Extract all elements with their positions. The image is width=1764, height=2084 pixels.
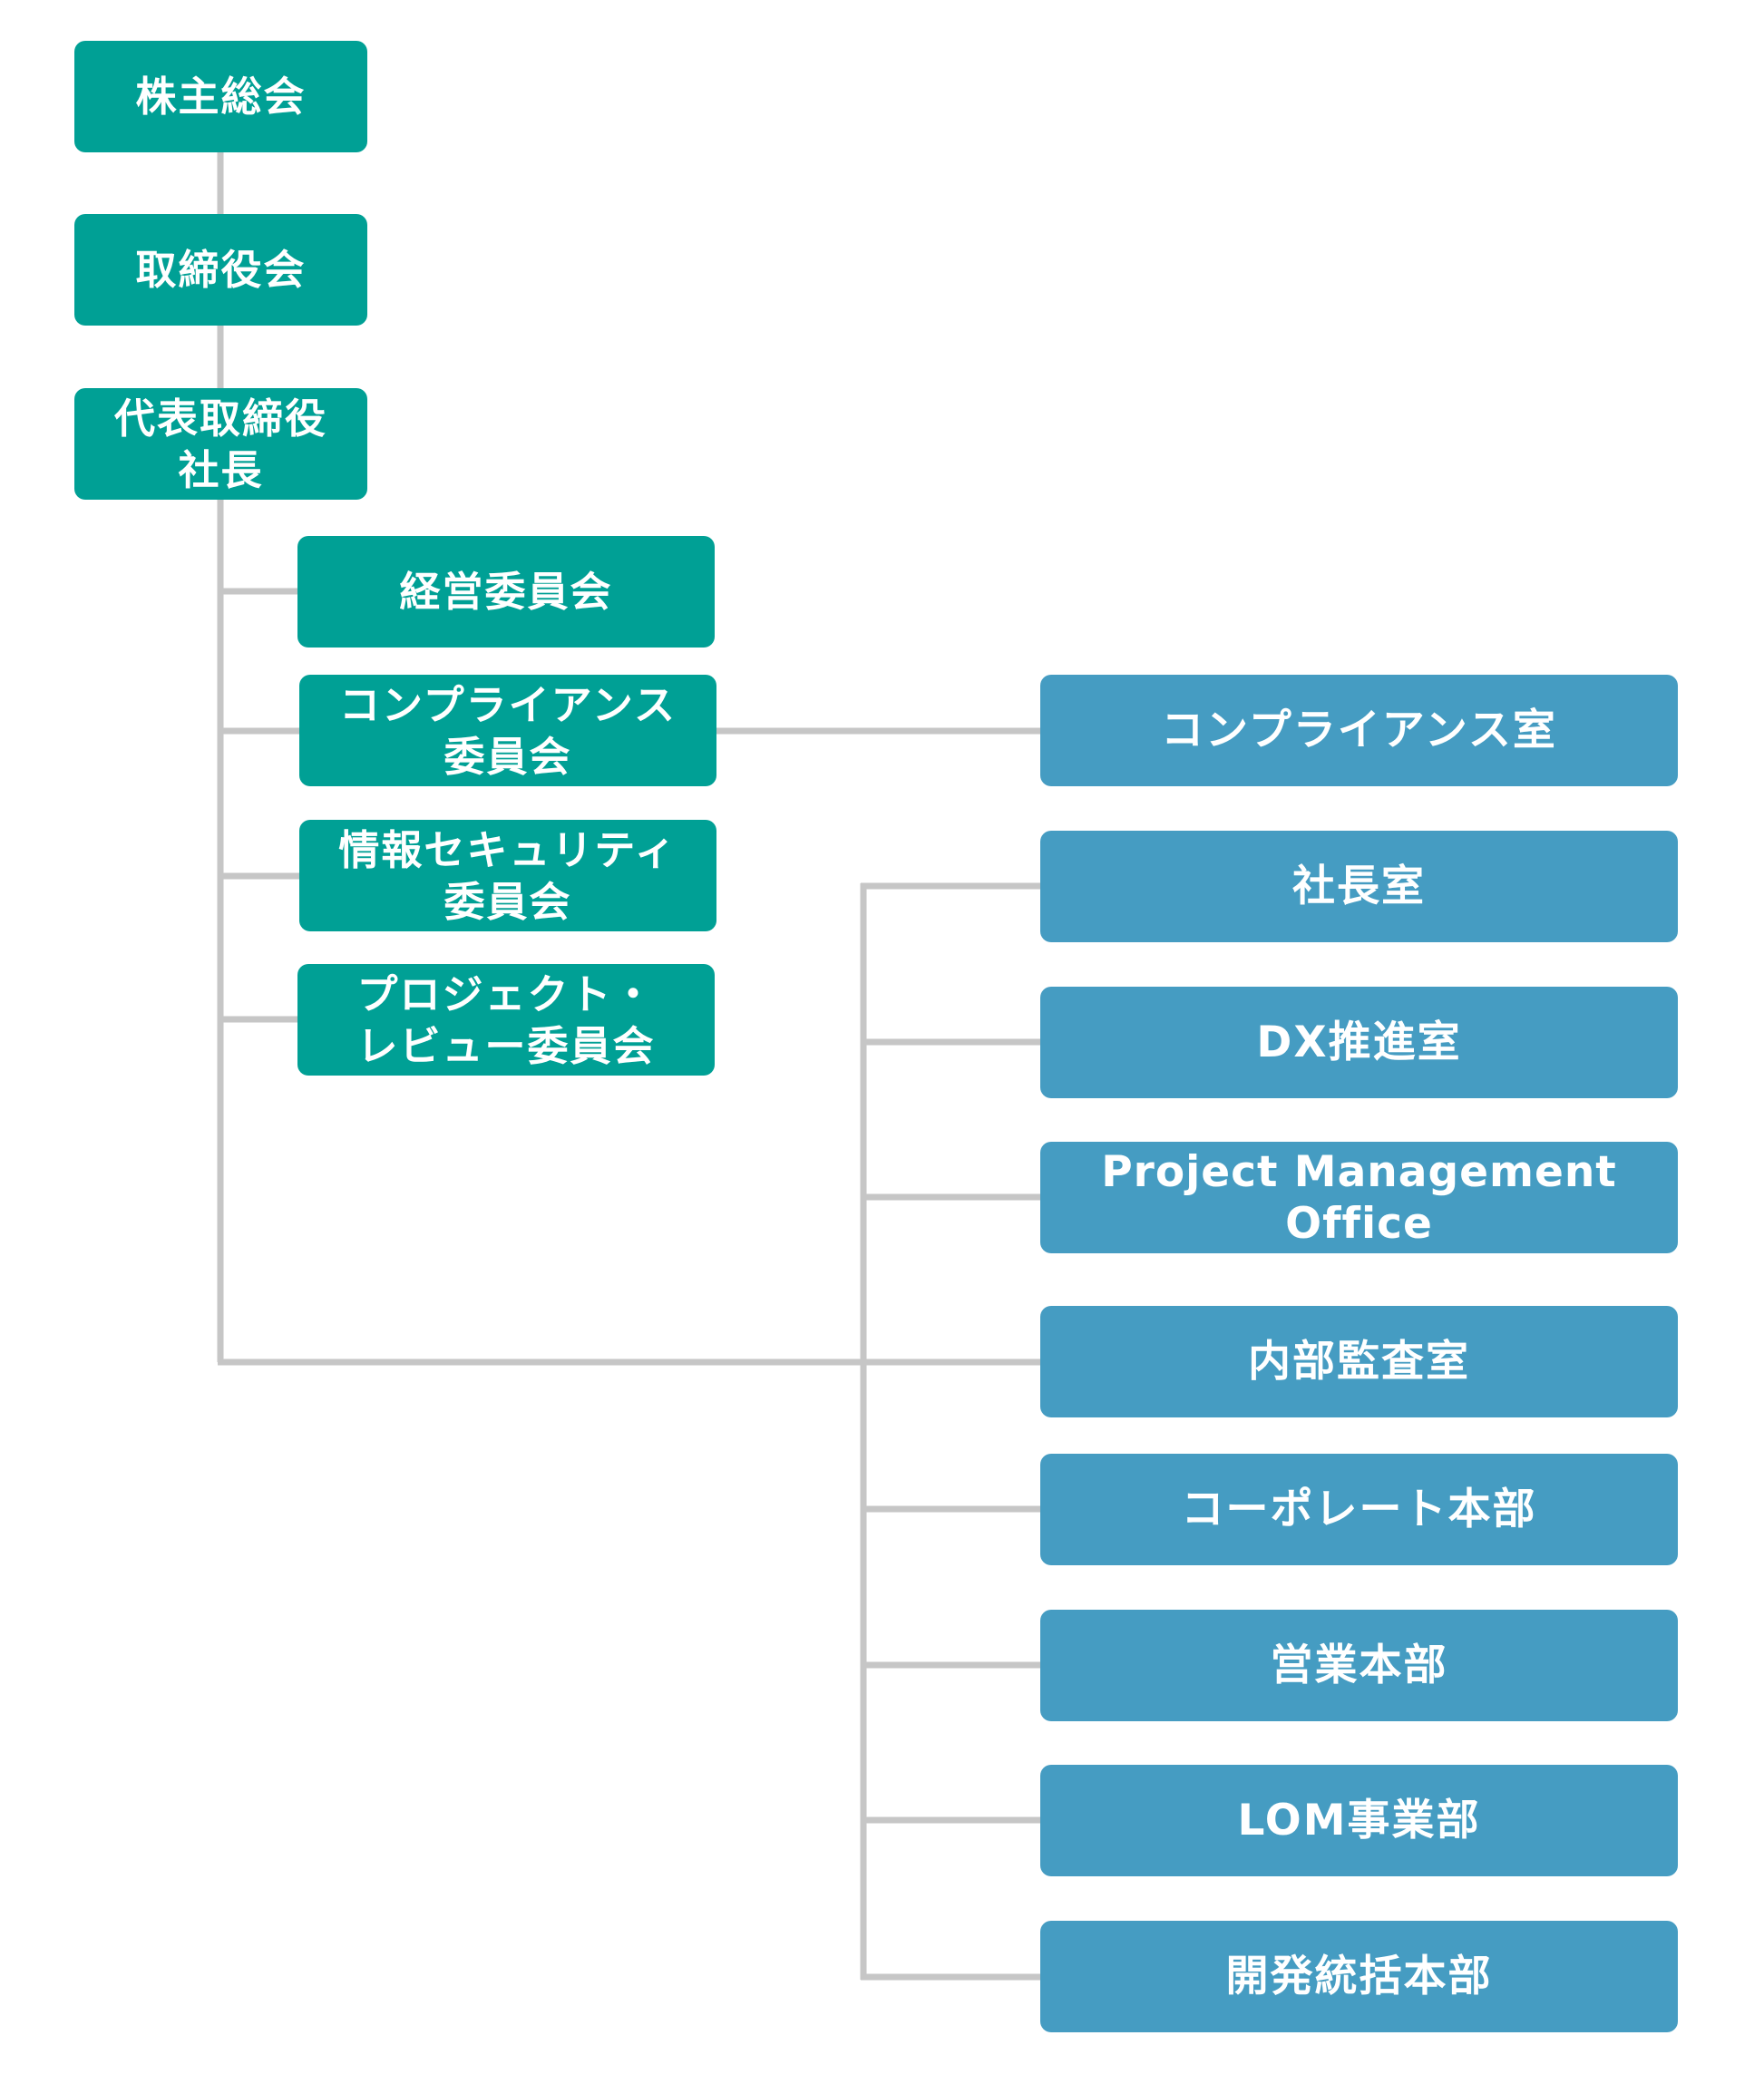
sales-division-box: 営業本部 [1040,1610,1678,1721]
corporate-division-box: コーポレート本部 [1040,1454,1678,1565]
lom-business-division-box: LOM事業部 [1040,1765,1678,1876]
internal-audit-office-box: 内部監査室 [1040,1306,1678,1417]
development-division-box: 開発統括本部 [1040,1921,1678,2032]
ceo-box: 代表取締役 社長 [74,388,367,500]
shareholders-meeting-box: 株主総会 [74,41,367,152]
presidents-office-box: 社長室 [1040,831,1678,942]
compliance-office-box: コンプライアンス室 [1040,675,1678,786]
project-review-committee-box: プロジェクト・ レビュー委員会 [297,964,715,1076]
information-security-committee-box: 情報セキュリティ 委員会 [299,820,716,931]
compliance-committee-box: コンプライアンス 委員会 [299,675,716,786]
project-management-office-box: Project Management Office [1040,1142,1678,1253]
board-of-directors-box: 取締役会 [74,214,367,326]
management-committee-box: 経営委員会 [297,536,715,648]
dx-promotion-office-box: DX推進室 [1040,987,1678,1098]
